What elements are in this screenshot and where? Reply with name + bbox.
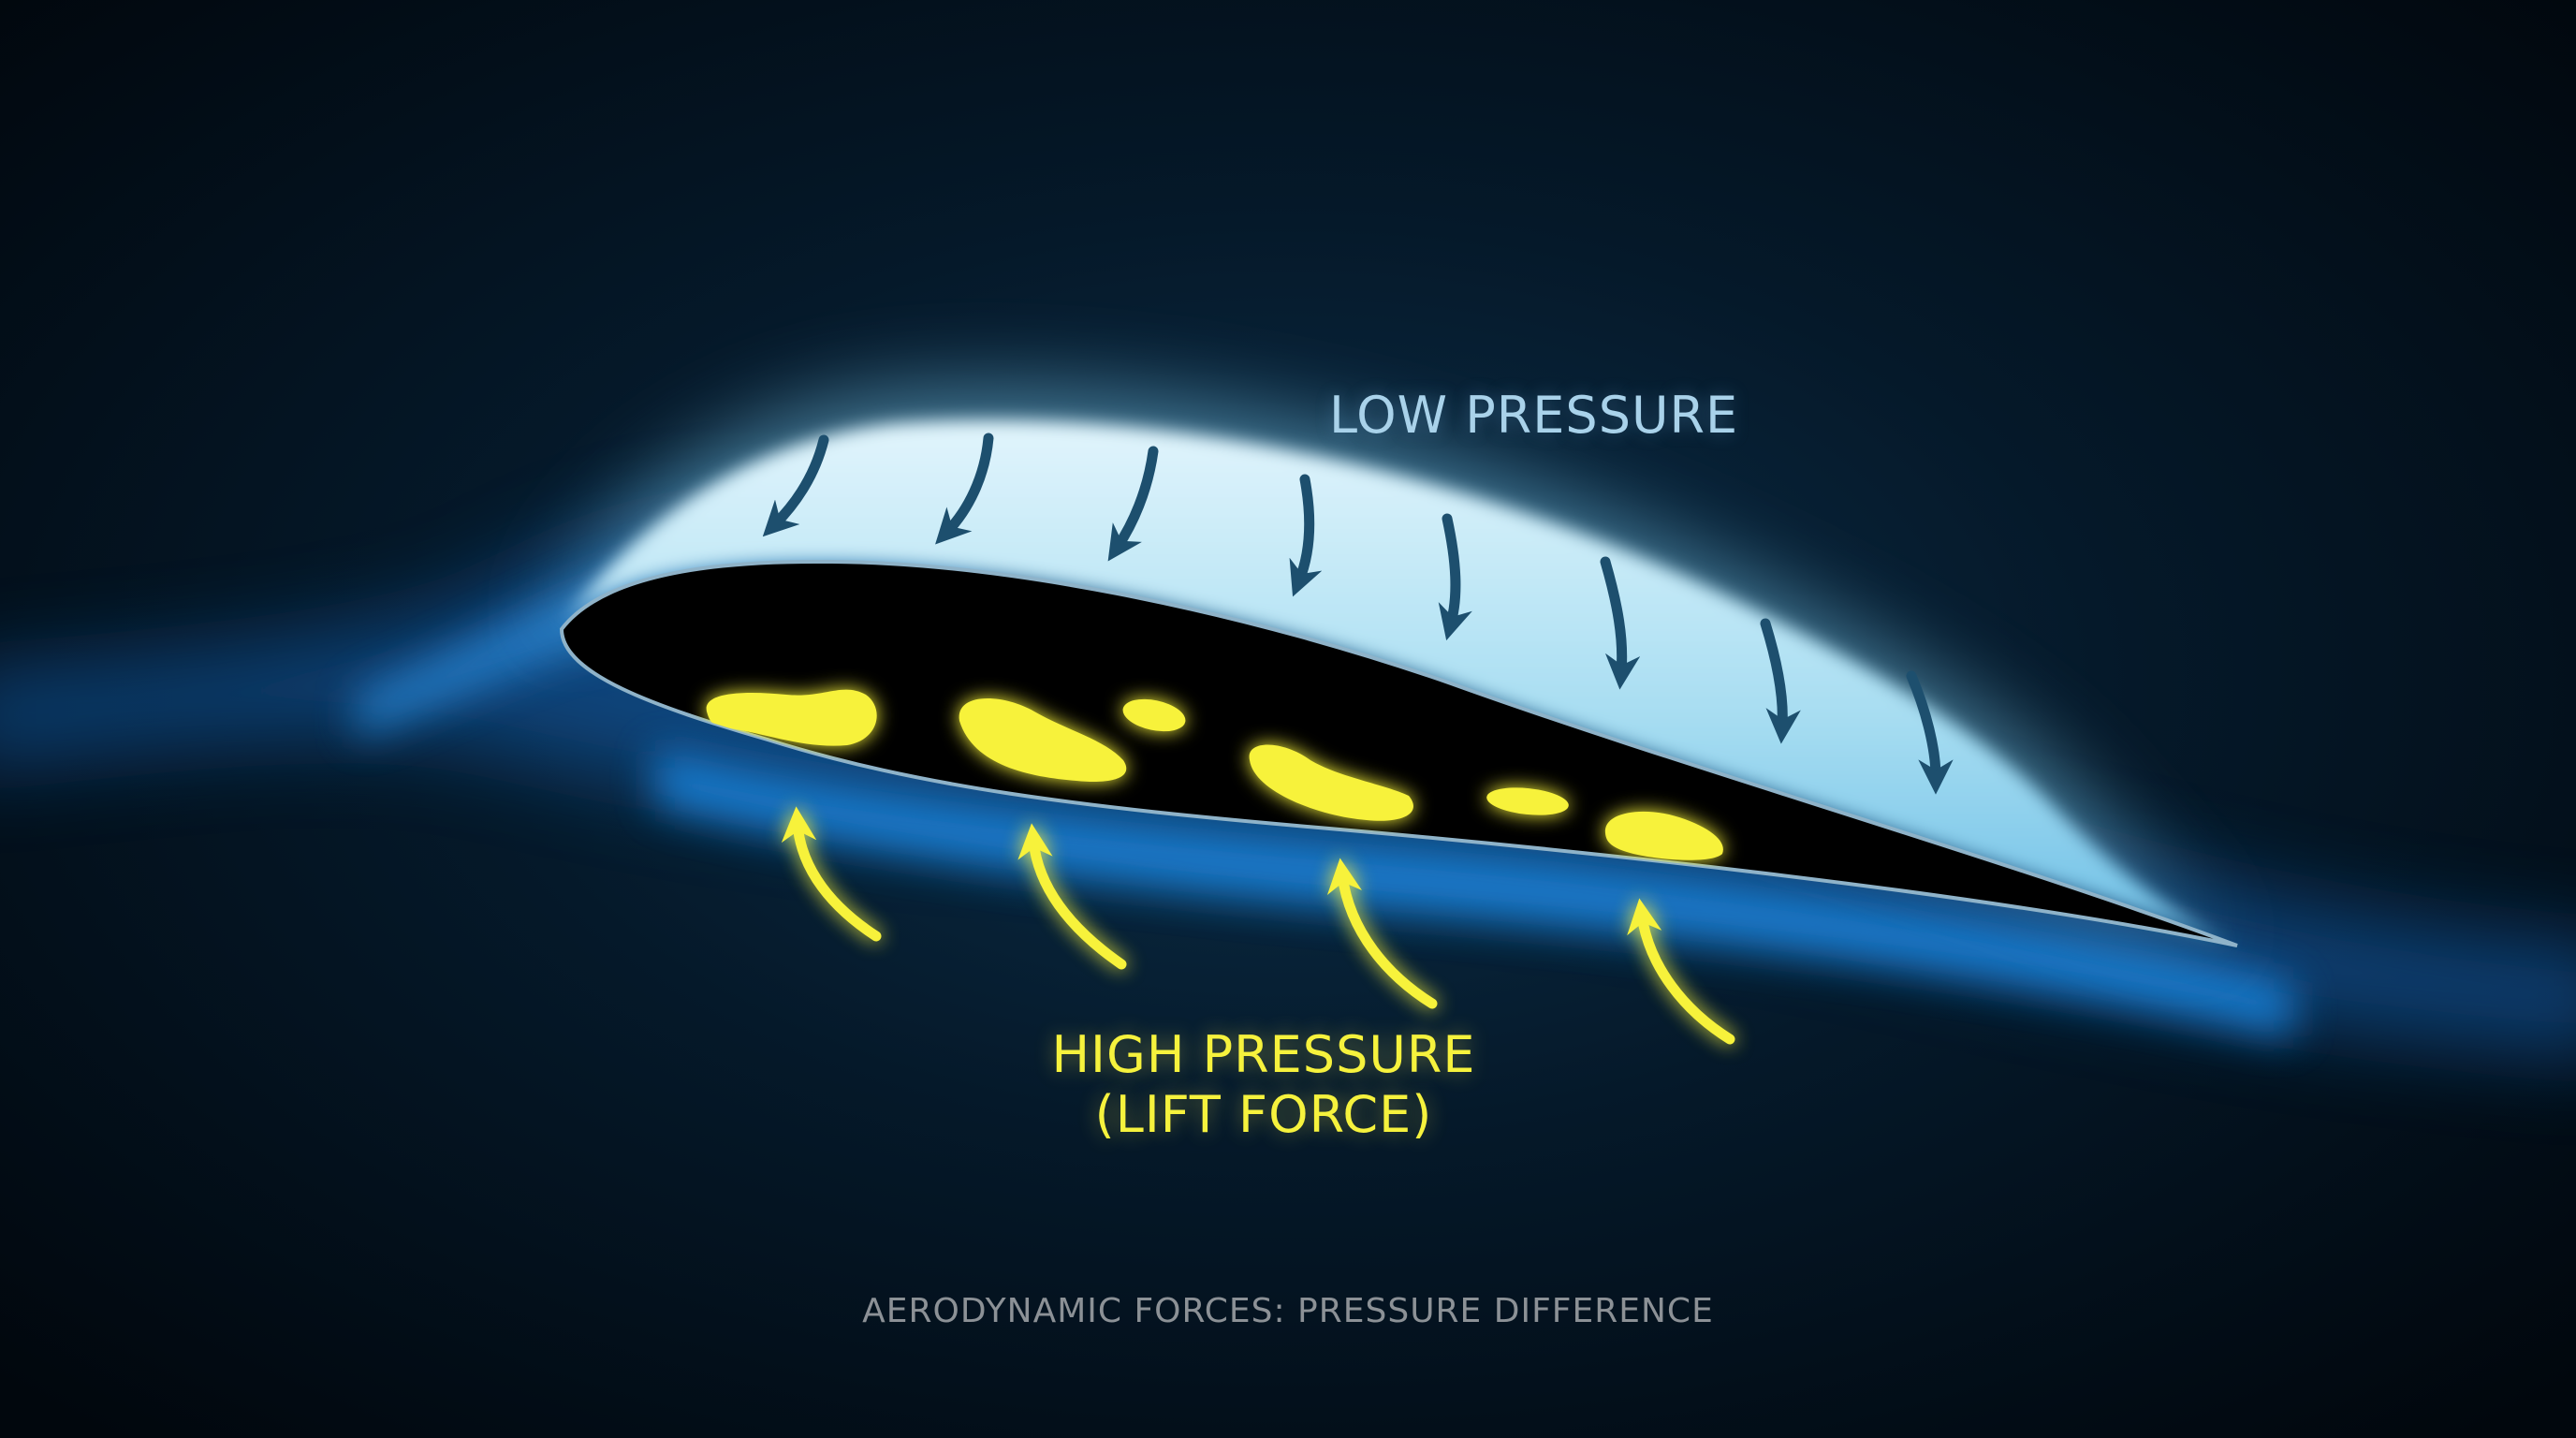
- high-pressure-arrow: [1017, 823, 1127, 970]
- airfoil: [559, 559, 2238, 947]
- pressure-blob: [1486, 787, 1569, 815]
- low-pressure-arrow: [935, 433, 994, 545]
- high-pressure-label-line1: HIGH PRESSURE: [1051, 1025, 1476, 1084]
- low-pressure-zone: [552, 389, 2237, 947]
- caption: AERODYNAMIC FORCES: PRESSURE DIFFERENCE: [862, 1292, 1714, 1330]
- low-pressure-label: LOW PRESSURE: [1329, 386, 1739, 445]
- high-pressure-label: HIGH PRESSURE (LIFT FORCE): [983, 1025, 1544, 1145]
- low-pressure-arrow: [1107, 446, 1159, 562]
- pressure-blob: [706, 689, 877, 746]
- high-pressure-arrow: [1627, 898, 1735, 1045]
- high-pressure-blobs: [706, 689, 1723, 860]
- pressure-blob: [1249, 744, 1413, 821]
- high-pressure-arrows: [781, 806, 1735, 1045]
- pressure-blob: [1122, 698, 1186, 732]
- high-pressure-arrow: [1326, 858, 1438, 1009]
- low-pressure-arrow: [762, 434, 829, 537]
- low-pressure-arrow: [1289, 474, 1323, 597]
- high-pressure-label-line2: (LIFT FORCE): [1094, 1085, 1433, 1144]
- low-pressure-arrow: [1600, 556, 1641, 690]
- low-pressure-arrows: [762, 433, 1954, 795]
- low-pressure-arrow: [1438, 513, 1472, 641]
- low-pressure-arrow: [1760, 618, 1801, 744]
- low-pressure-arrow: [1906, 670, 1954, 795]
- pressure-blob: [1604, 811, 1723, 860]
- pressure-blob: [959, 698, 1127, 783]
- high-pressure-arrow: [781, 806, 882, 942]
